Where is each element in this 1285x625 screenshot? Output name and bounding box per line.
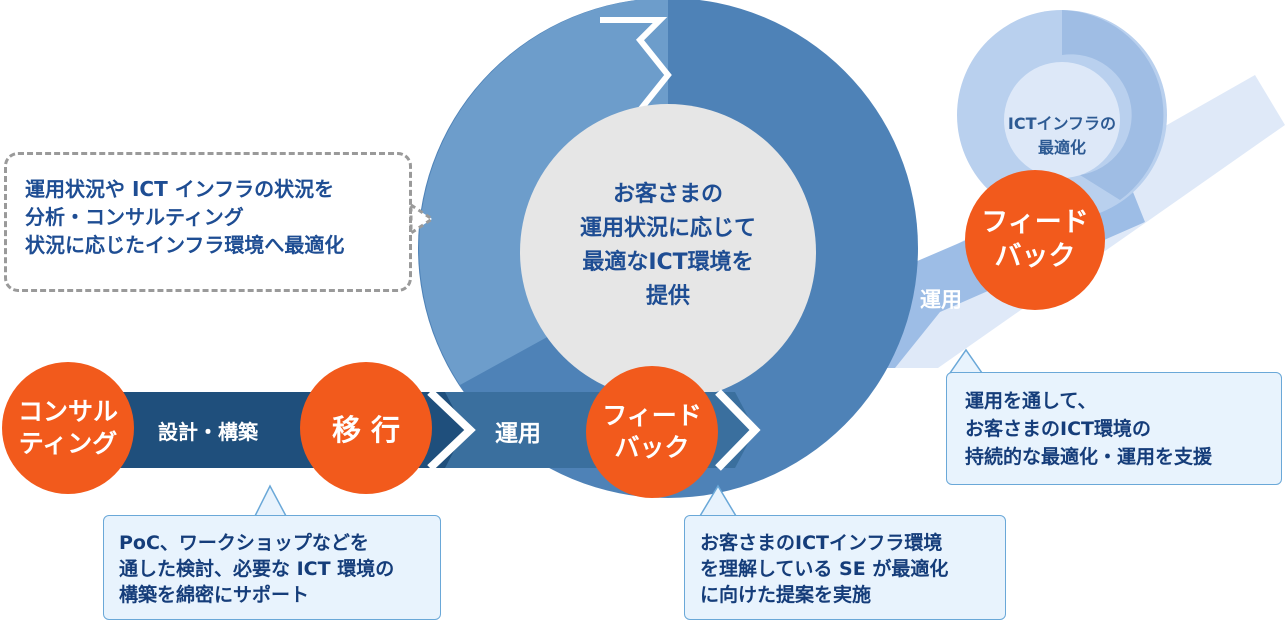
callout-poc-line-1: PoC、ワークショップなどを bbox=[119, 532, 369, 554]
feedback-right-line-2: バック bbox=[994, 241, 1076, 272]
migration-label: 移 行 bbox=[331, 413, 401, 447]
callout-support-line-2: お客さまのICT環境の bbox=[965, 418, 1151, 440]
callout-support-line-3: 持続的な最適化・運用を支援 bbox=[965, 446, 1213, 468]
callout-se-line-2: を理解している SE が最適化 bbox=[700, 558, 949, 580]
cycle-center-text: お客さまの 運用状況に応じて 最適なICT環境を 提供 bbox=[548, 178, 788, 314]
operation-right-label: 運用 bbox=[920, 288, 962, 312]
callout-se-line-1: お客さまのICTインフラ環境 bbox=[700, 532, 943, 554]
feedback-main-line-1: フィード bbox=[602, 401, 702, 430]
small-ring-center bbox=[1004, 62, 1120, 178]
arrow-divider-2 bbox=[715, 389, 761, 471]
callout-poc-line-3: 構築を綿密にサポート bbox=[119, 584, 310, 606]
callout-support: 運用を通して、 お客さまのICT環境の 持続的な最適化・運用を支援 bbox=[946, 372, 1282, 485]
operation-main-label: 運用 bbox=[495, 421, 541, 447]
callout-poc: PoC、ワークショップなどを 通した検討、必要な ICT 環境の 構築を綿密にサ… bbox=[103, 515, 441, 620]
small-cycle-text: ICTインフラの 最適化 bbox=[990, 112, 1134, 160]
feedback-main-circle: フィード バック bbox=[586, 366, 718, 498]
callout-tail-poc bbox=[253, 484, 288, 517]
dashed-note-line-1: 運用状況や ICT インフラの状況を bbox=[25, 177, 335, 201]
small-cycle-line-2: 最適化 bbox=[1037, 138, 1086, 157]
consulting-line-1: コンサル bbox=[17, 397, 118, 426]
feedback-right-line-1: フィード bbox=[981, 207, 1089, 238]
callout-poc-line-2: 通した検討、必要な ICT 環境の bbox=[119, 558, 395, 580]
callout-se: お客さまのICTインフラ環境 を理解している SE が最適化 に向けた提案を実施 bbox=[684, 515, 1006, 620]
small-cycle-line-1: ICTインフラの bbox=[1007, 114, 1117, 133]
dashed-note-box: 運用状況や ICT インフラの状況を 分析・コンサルティング 状況に応じたインフ… bbox=[4, 152, 412, 292]
feedback-main-line-2: バック bbox=[614, 433, 690, 462]
dashed-note-line-3: 状況に応じたインフラ環境へ最適化 bbox=[25, 233, 345, 257]
cycle-center-line-4: 提供 bbox=[645, 284, 690, 309]
migration-circle: 移 行 bbox=[300, 362, 432, 494]
cycle-center-line-1: お客さまの bbox=[612, 182, 723, 207]
consulting-circle: コンサル ティング bbox=[2, 362, 134, 494]
design-label: 設計・構築 bbox=[158, 420, 258, 444]
feedback-right-circle: フィード バック bbox=[965, 170, 1105, 310]
arrow-divider-1 bbox=[427, 389, 476, 471]
dashed-note-line-2: 分析・コンサルティング bbox=[25, 205, 244, 229]
callout-se-line-3: に向けた提案を実施 bbox=[700, 584, 872, 606]
small-ring-dark-half bbox=[1062, 10, 1164, 200]
cycle-center-line-2: 運用状況に応じて bbox=[579, 216, 756, 241]
cycle-center-line-3: 最適なICT環境を bbox=[582, 250, 754, 275]
consulting-line-2: ティング bbox=[18, 429, 118, 458]
cycle-center-circle bbox=[520, 104, 816, 400]
callout-support-line-1: 運用を通して、 bbox=[965, 390, 1097, 412]
